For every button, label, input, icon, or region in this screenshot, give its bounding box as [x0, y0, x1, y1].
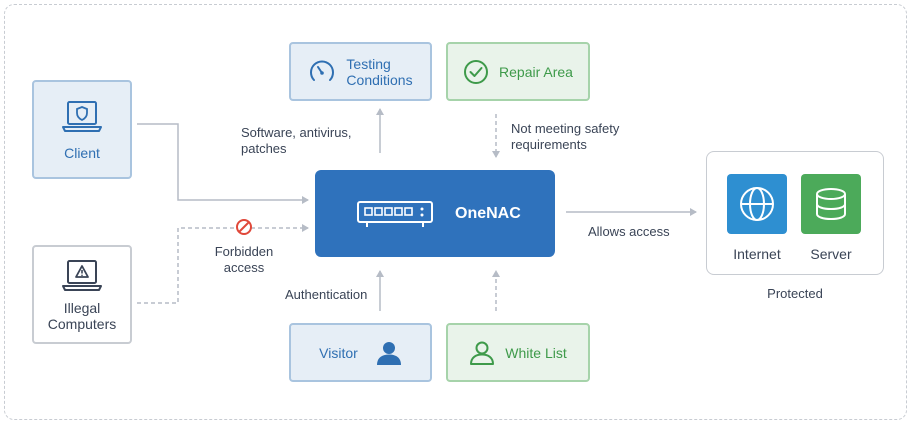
illegal-label-line1: Illegal — [63, 299, 101, 316]
network-switch-icon — [357, 200, 433, 227]
testing-conditions-node[interactable]: Testing Conditions — [289, 42, 432, 101]
onenac-label: OneNAC — [455, 204, 521, 222]
forbidden-note: Forbidden access — [206, 244, 282, 276]
repair-area-node[interactable]: Repair Area — [446, 42, 590, 101]
software-note-line1: Software, antivirus, — [241, 125, 352, 140]
gauge-icon — [310, 60, 335, 81]
user-solid-icon — [376, 341, 401, 365]
globe-icon — [740, 187, 774, 221]
illegal-to-onenac-connector — [137, 224, 309, 304]
white-list-label: White List — [505, 344, 567, 361]
check-circle-icon — [464, 59, 489, 84]
not-meeting-note-line2: requirements — [511, 137, 587, 152]
database-icon — [816, 188, 846, 221]
software-note-line2: patches — [241, 141, 287, 156]
forbidden-note-line2: access — [223, 260, 265, 275]
not-meeting-note-line1: Not meeting safety — [511, 121, 620, 136]
user-outline-icon — [470, 341, 495, 365]
server-tile[interactable] — [801, 174, 861, 234]
internet-tile[interactable] — [727, 174, 787, 234]
visitor-node[interactable]: Visitor — [289, 323, 432, 382]
protected-group: Internet Server — [706, 151, 884, 275]
testing-label-line1: Testing — [346, 55, 391, 72]
illegal-label-line2: Computers — [47, 315, 117, 332]
diagram-frame — [4, 4, 907, 420]
illegal-computers-node[interactable]: Illegal Computers — [32, 245, 132, 344]
laptop-shield-icon — [62, 100, 102, 132]
onenac-node[interactable]: OneNAC — [315, 170, 555, 257]
server-label: Server — [810, 246, 852, 262]
visitor-label: Visitor — [319, 344, 358, 361]
not-meeting-note: Not meeting safety requirements — [511, 121, 619, 153]
client-label: Client — [64, 144, 100, 161]
client-to-onenac-connector — [137, 123, 309, 204]
forbidden-icon — [236, 219, 252, 235]
forbidden-note-line1: Forbidden — [214, 244, 274, 259]
testing-label-line2: Conditions — [346, 71, 413, 88]
authentication-note: Authentication — [285, 287, 368, 302]
white-list-node[interactable]: White List — [446, 323, 590, 382]
internet-label: Internet — [733, 246, 781, 262]
laptop-warning-icon — [62, 259, 102, 291]
protected-caption: Protected — [767, 286, 823, 301]
repair-label: Repair Area — [499, 63, 573, 80]
software-note: Software, antivirus, patches — [241, 125, 352, 157]
client-node[interactable]: Client — [32, 80, 132, 179]
allows-access-note: Allows access — [588, 224, 670, 239]
